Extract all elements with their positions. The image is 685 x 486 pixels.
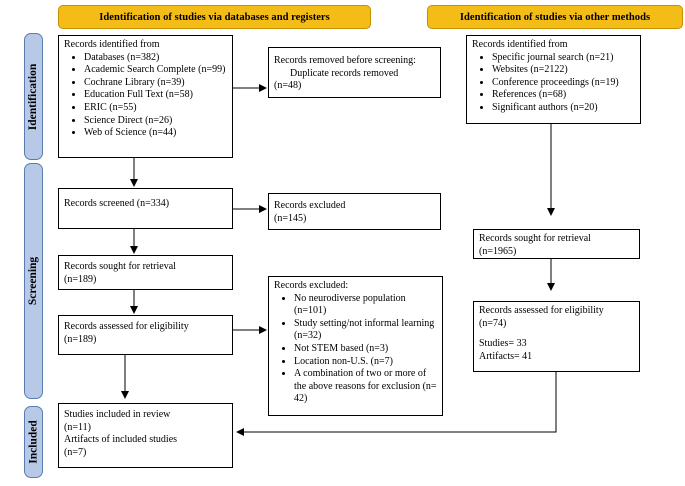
database-list: Databases (n=382) Academic Search Comple… (64, 52, 227, 140)
database-item: Academic Search Complete (n=99) (84, 64, 227, 77)
exclusion-reason: A combination of two or more of the abov… (294, 368, 437, 406)
database-item: Science Direct (n=26) (84, 115, 227, 128)
records-screened-label: Records screened (n=334) (64, 198, 170, 209)
artifacts-count: Artifacts= 41 (479, 350, 533, 362)
other-method-item: Specific journal search (n=21) (492, 52, 635, 65)
database-item: ERIC (n=55) (84, 102, 227, 115)
records-assessed-other-box: Records assessed for eligibility (n=74) … (473, 301, 640, 372)
stage-identification: Identification (24, 33, 43, 160)
records-excluded-box: Records excluded (n=145) (268, 193, 441, 230)
records-sought-other-count: (n=1965) (479, 245, 517, 257)
studies-included-box: Studies included in review (n=11) Artifa… (58, 403, 233, 468)
other-method-item: Websites (n=2122) (492, 64, 635, 77)
database-item: Databases (n=382) (84, 52, 227, 65)
records-assessed-other-label: Records assessed for eligibility (479, 305, 604, 316)
stage-included: Included (24, 406, 43, 478)
database-item: Cochrane Library (n=39) (84, 77, 227, 90)
arrow-other-assessed-to-included (236, 372, 557, 436)
records-identified-title: Records identified from (64, 39, 160, 50)
studies-included-label: Studies included in review (64, 409, 171, 420)
records-sought-other-label: Records sought for retrieval (479, 233, 591, 244)
records-assessed-db-box: Records assessed for eligibility (n=189) (58, 315, 233, 355)
header-other-methods: Identification of studies via other meth… (427, 5, 683, 29)
stage-label-screening: Screening (27, 256, 40, 306)
records-identified-databases-box: Records identified from Databases (n=382… (58, 35, 233, 158)
artifacts-included-label: Artifacts of included studies (64, 434, 178, 446)
records-excluded-reasons-box: Records excluded: No neurodiverse popula… (268, 276, 443, 416)
other-methods-list: Specific journal search (n=21) Websites … (472, 52, 635, 115)
records-assessed-label: Records assessed for eligibility (64, 321, 189, 332)
records-excluded-reasons-title: Records excluded: (274, 280, 349, 291)
exclusion-reason: Study setting/not informal learning (n=3… (294, 318, 437, 343)
exclusion-reason: Location non-U.S. (n=7) (294, 356, 437, 369)
records-assessed-other-count: (n=74) (479, 317, 507, 329)
header-databases: Identification of studies via databases … (58, 5, 371, 29)
exclusion-reason: Not STEM based (n=3) (294, 343, 437, 356)
records-identified-other-box: Records identified from Specific journal… (466, 35, 641, 124)
duplicates-removed-count: (n=48) (274, 80, 302, 92)
records-excluded-count: (n=145) (274, 212, 307, 224)
exclusion-reasons-list: No neurodiverse population (n=101) Study… (274, 293, 437, 406)
artifacts-included-count: (n=7) (64, 446, 87, 458)
exclusion-reason: No neurodiverse population (n=101) (294, 293, 437, 318)
records-sought-count: (n=189) (64, 273, 97, 285)
records-assessed-count: (n=189) (64, 333, 97, 345)
studies-count: Studies= 33 (479, 338, 527, 350)
database-item: Web of Science (n=44) (84, 127, 227, 140)
records-removed-title: Records removed before screening: (274, 55, 416, 66)
other-method-item: References (n=68) (492, 89, 635, 102)
records-identified-other-title: Records identified from (472, 39, 568, 50)
other-method-item: Conference proceedings (n=19) (492, 77, 635, 90)
records-removed-box: Records removed before screening: Duplic… (268, 47, 441, 98)
other-method-item: Significant authors (n=20) (492, 102, 635, 115)
stage-label-included: Included (27, 420, 40, 464)
stage-screening: Screening (24, 163, 43, 399)
duplicates-removed-label: Duplicate records removed (290, 67, 399, 79)
records-screened-box: Records screened (n=334) (58, 188, 233, 229)
records-sought-label: Records sought for retrieval (64, 261, 176, 272)
records-sought-db-box: Records sought for retrieval (n=189) (58, 255, 233, 290)
records-excluded-label: Records excluded (274, 200, 346, 211)
records-sought-other-box: Records sought for retrieval (n=1965) (473, 229, 640, 259)
studies-included-count: (n=11) (64, 421, 91, 433)
database-item: Education Full Text (n=58) (84, 89, 227, 102)
stage-label-identification: Identification (27, 63, 40, 130)
